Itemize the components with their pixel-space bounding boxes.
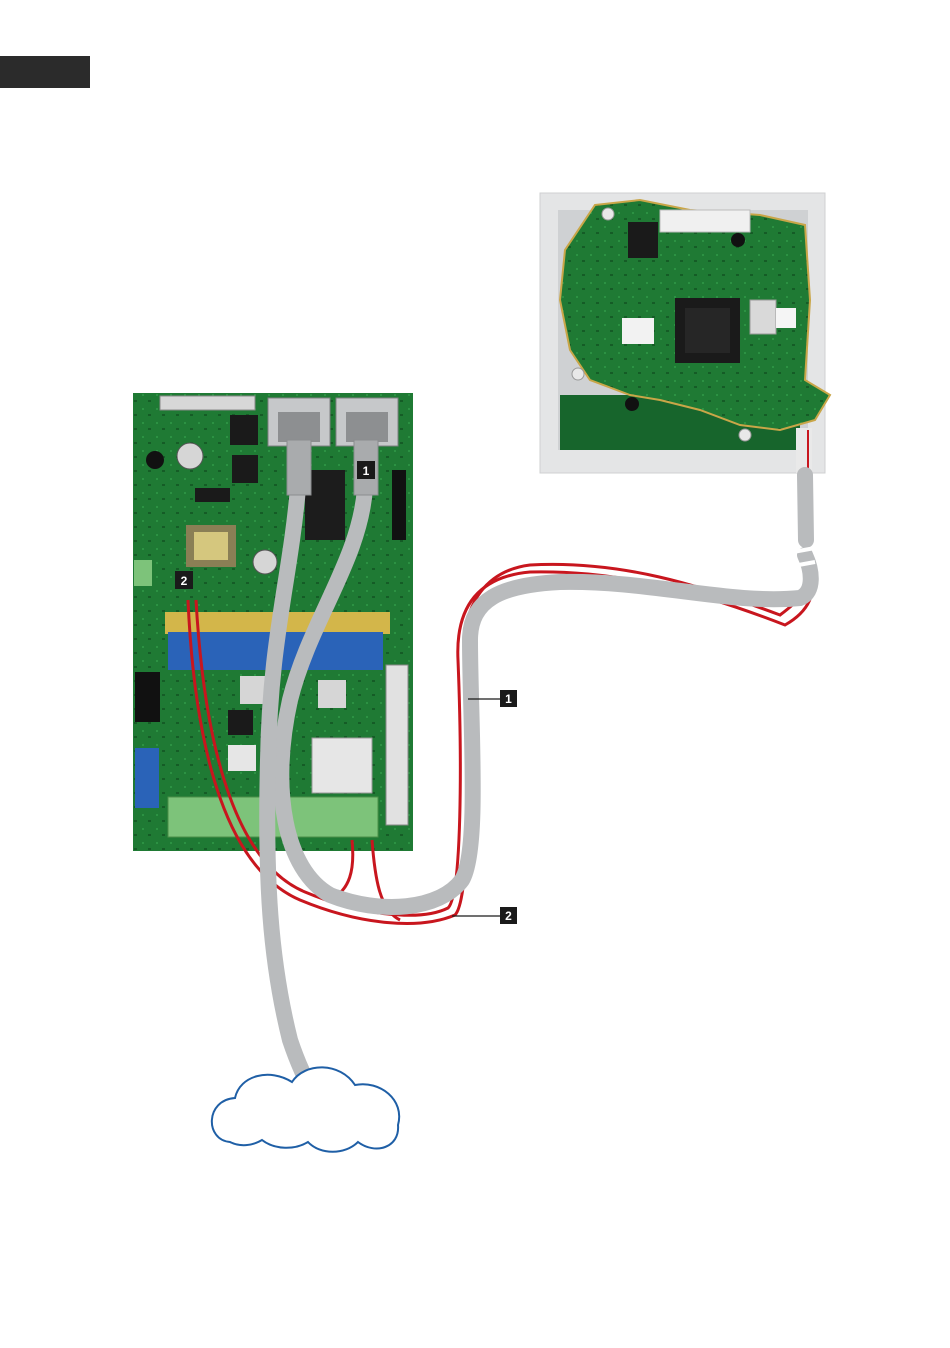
svg-text:1: 1 bbox=[505, 692, 512, 706]
callout-leader-2: 2 bbox=[452, 907, 517, 924]
cloud-icon bbox=[212, 1067, 399, 1151]
cable-to-camera bbox=[805, 475, 806, 540]
svg-text:2: 2 bbox=[505, 909, 512, 923]
ethernet-plug-left bbox=[287, 440, 311, 495]
svg-text:2: 2 bbox=[181, 574, 188, 588]
ethernet-connector-icon bbox=[268, 398, 330, 446]
callout-marker-1-board: 1 bbox=[357, 461, 375, 479]
svg-text:1: 1 bbox=[363, 464, 370, 478]
ethernet-connector-icon bbox=[336, 398, 398, 446]
camera-module-board bbox=[540, 193, 830, 475]
callout-marker-2-board: 2 bbox=[175, 571, 193, 589]
